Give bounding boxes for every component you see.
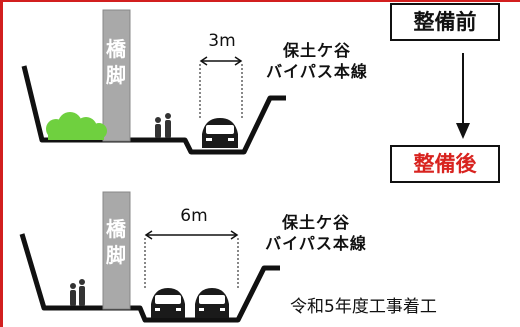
after-ground-line — [19, 233, 280, 323]
after-route-label-line1: 保土ケ谷 — [281, 213, 350, 232]
before-route-label-line2: バイパス本線 — [266, 62, 368, 81]
car-icon — [151, 288, 185, 318]
car-icon — [195, 288, 229, 318]
before-cross-section: 橋 脚 3m 保土ケ谷 バイパス本線 — [0, 0, 380, 165]
after-pier — [102, 191, 131, 310]
before-section-drawing — [21, 9, 286, 155]
after-section-drawing — [19, 191, 280, 323]
after-dimension-label: 6m — [180, 206, 208, 226]
before-badge: 整備前 — [390, 3, 500, 41]
before-route-label: 保土ケ谷 バイパス本線 — [254, 40, 380, 82]
before-ground-line — [21, 65, 286, 155]
down-arrow-icon — [456, 53, 470, 139]
car-icon — [202, 118, 238, 148]
before-pier — [102, 9, 131, 142]
before-pier-label: 橋 脚 — [106, 37, 126, 87]
frame-top-border — [0, 0, 520, 2]
after-cross-section: 橋 脚 6m 保土ケ谷 バイパス本線 — [0, 168, 380, 327]
after-badge: 整備後 — [390, 145, 500, 183]
tree-icon — [46, 112, 107, 140]
construction-start-note: 令和5年度工事着工 — [290, 297, 437, 317]
after-route-label: 保土ケ谷 バイパス本線 — [256, 212, 376, 254]
after-pier-label: 橋 脚 — [106, 217, 126, 267]
frame-left-border — [0, 0, 3, 327]
pedestrian-icon — [155, 113, 171, 138]
after-route-label-line2: バイパス本線 — [265, 234, 367, 253]
before-route-label-line1: 保土ケ谷 — [282, 41, 351, 60]
before-dimension-label: 3m — [208, 31, 236, 51]
pedestrian-icon — [70, 279, 85, 306]
